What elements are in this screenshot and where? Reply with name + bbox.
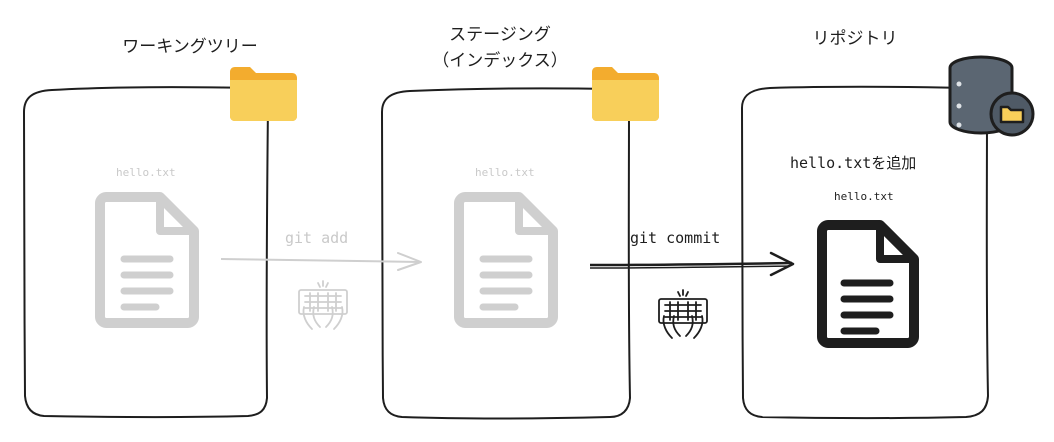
- commit-message: hello.txtを追加: [790, 154, 917, 172]
- staging-title-line1: ステージング: [449, 25, 551, 45]
- folder-icon: [230, 67, 297, 121]
- typing-keyboard-icon: [658, 289, 708, 339]
- document-icon: [454, 192, 558, 328]
- git-add-label: git add: [285, 229, 349, 247]
- staging-box: [380, 87, 632, 420]
- repository-title-text: リポジトリ: [812, 29, 898, 49]
- git-commit-arrow: [589, 251, 795, 277]
- typing-keyboard-icon: [298, 280, 348, 330]
- staging-file-name: hello.txt: [475, 166, 535, 179]
- repository-file-name: hello.txt: [834, 190, 894, 203]
- git-add-arrow: [220, 252, 422, 271]
- working-tree-title-text: ワーキングツリー: [122, 37, 258, 57]
- folder-icon: [592, 67, 659, 121]
- working-tree-box: [22, 86, 270, 419]
- repository-box: [740, 85, 990, 420]
- staging-title-line2: （インデックス）: [432, 51, 568, 71]
- database-folder-icon: [948, 55, 1035, 137]
- staging-title: ステージング （インデックス）: [405, 22, 595, 74]
- repository-title: リポジトリ: [770, 26, 940, 52]
- document-icon: [817, 220, 919, 348]
- working-tree-file-name: hello.txt: [116, 166, 176, 179]
- git-commit-label: git commit: [630, 229, 721, 247]
- document-icon: [95, 192, 199, 328]
- working-tree-title: ワーキングツリー: [95, 34, 285, 60]
